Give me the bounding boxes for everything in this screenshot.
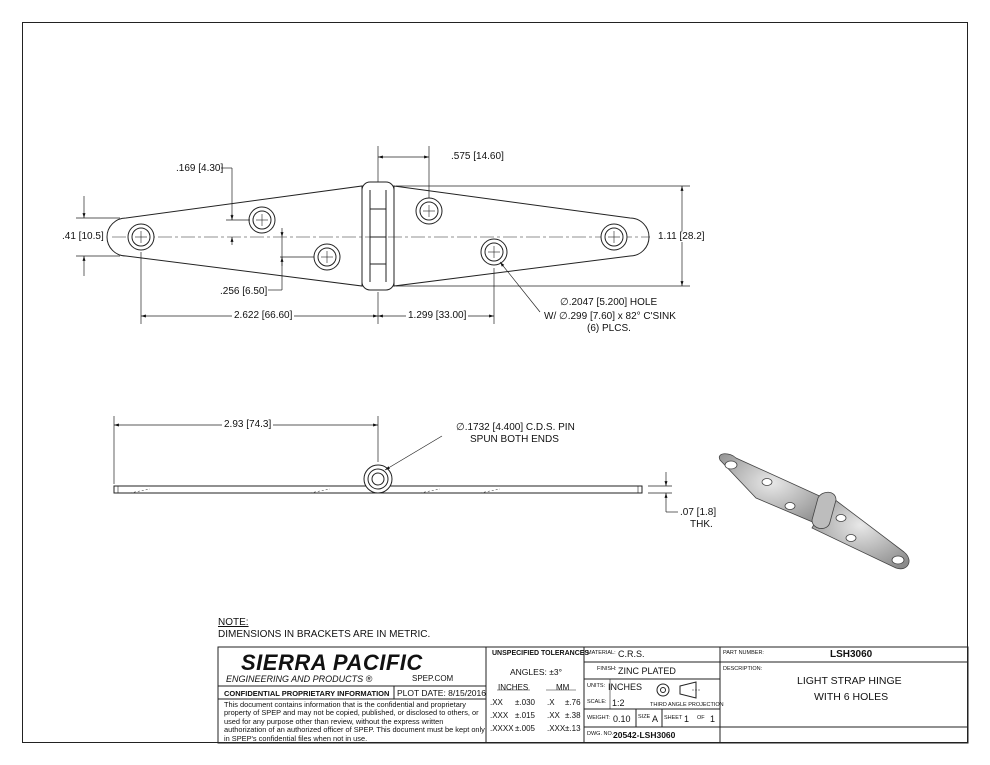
sheet-label: SHEET — [664, 715, 683, 721]
note-heading: NOTE: — [218, 617, 249, 628]
hole-3 — [313, 243, 341, 271]
dim-293: 2.93 [74.3] — [222, 419, 274, 430]
hole-callout-line1: ∅.2047 [5.200] HOLE — [560, 297, 658, 308]
size-value: A — [652, 714, 659, 724]
scale-label: SCALE: — [587, 699, 607, 705]
tolerance-inches-header: INCHES — [498, 683, 529, 692]
company-logo: SIERRA PACIFIC — [241, 650, 423, 675]
hole-2 — [248, 206, 276, 234]
finish-label: FINISH: — [597, 666, 617, 672]
dwg-label: DWG. NO. — [587, 731, 614, 737]
hole-4 — [415, 197, 443, 225]
dimension-lines-side — [113, 416, 678, 513]
tolerance-cell: .XXXX — [490, 724, 514, 733]
part-number: LSH3060 — [830, 649, 873, 660]
dim-169: .169 [4.30] — [176, 163, 224, 174]
confidential-text: This document contains information that … — [224, 700, 485, 743]
weight-label: WEIGHT: — [587, 715, 610, 721]
hole-callout-line3: (6) PLCS. — [587, 323, 631, 334]
material-label: MATERIAL: — [587, 650, 616, 656]
dim-256: .256 [6.50] — [220, 286, 268, 297]
units-label: UNITS: — [587, 683, 606, 689]
projection-label: THIRD ANGLE PROJECTION — [650, 702, 724, 708]
pin-callout-line1: ∅.1732 [4.400] C.D.S. PIN — [456, 422, 575, 433]
scale-value: 1:2 — [612, 698, 625, 708]
tolerance-cell: ±.005 — [515, 724, 535, 733]
hole-1 — [127, 223, 155, 251]
dim-41: .41 [10.5] — [62, 231, 104, 242]
tolerances-heading: UNSPECIFIED TOLERANCES — [492, 650, 590, 657]
part-number-label: PART NUMBER: — [723, 650, 764, 656]
title-block-grid — [217, 646, 969, 744]
hinge-holes — [127, 197, 628, 271]
hole-5 — [480, 238, 508, 266]
dim-07: .07 [1.8] — [680, 507, 717, 518]
tolerance-cell: ±.030 — [515, 698, 535, 707]
plot-date: PLOT DATE: 8/15/2016 — [397, 688, 486, 698]
of-label: OF — [697, 715, 705, 721]
description-line1: LIGHT STRAP HINGE — [797, 675, 902, 687]
thickness-label: THK. — [690, 519, 713, 530]
tolerance-cell: .XX — [490, 698, 503, 707]
tolerance-cell: ±.015 — [515, 711, 535, 720]
note-text: DIMENSIONS IN BRACKETS ARE IN METRIC. — [218, 629, 431, 640]
description-line2: WITH 6 HOLES — [814, 691, 889, 703]
note: NOTE: DIMENSIONS IN BRACKETS ARE IN METR… — [218, 617, 430, 641]
size-label: SIZE — [638, 714, 651, 720]
tolerance-mm-header: MM — [556, 683, 570, 692]
description-label: DESCRIPTION: — [723, 666, 763, 672]
tolerance-cell: .XX — [547, 711, 560, 720]
company-website: SPEP.COM — [412, 674, 454, 683]
finish-value: ZINC PLATED — [618, 666, 676, 676]
tolerance-cell: .XXX — [547, 724, 566, 733]
sheet-value: 1 — [684, 714, 690, 724]
weight-value: 0.10 — [613, 714, 631, 724]
hinge-side-view — [113, 464, 643, 494]
of-value: 1 — [710, 714, 716, 724]
tolerance-angles: ANGLES: ±3° — [510, 667, 563, 677]
hinge-isometric-view — [718, 453, 910, 570]
tolerance-cell: ±.13 — [565, 724, 581, 733]
pin-callout-line2: SPUN BOTH ENDS — [470, 434, 559, 445]
tolerance-cell: .XXX — [490, 711, 509, 720]
dim-111: 1.11 [28.2] — [658, 231, 705, 242]
tolerance-cell: .X — [547, 698, 555, 707]
hinge-top-view — [106, 181, 650, 291]
confidential-heading: CONFIDENTIAL PROPRIETARY INFORMATION — [224, 689, 390, 698]
company-subtitle: ENGINEERING AND PRODUCTS ® — [226, 674, 373, 684]
dim-1299: 1.299 [33.00] — [406, 310, 469, 321]
material-value: C.R.S. — [618, 649, 645, 659]
hole-6 — [600, 223, 628, 251]
tolerance-cell: ±.38 — [565, 711, 581, 720]
tolerance-cell: ±.76 — [565, 698, 581, 707]
dim-575: .575 [14.60] — [451, 151, 504, 162]
dwg-number: 20542-LSH3060 — [613, 730, 676, 740]
dim-2622: 2.622 [66.60] — [232, 310, 295, 321]
units-value: INCHES — [608, 682, 643, 692]
hole-callout-line2: W/ ∅.299 [7.60] x 82° C'SINK — [544, 311, 676, 322]
